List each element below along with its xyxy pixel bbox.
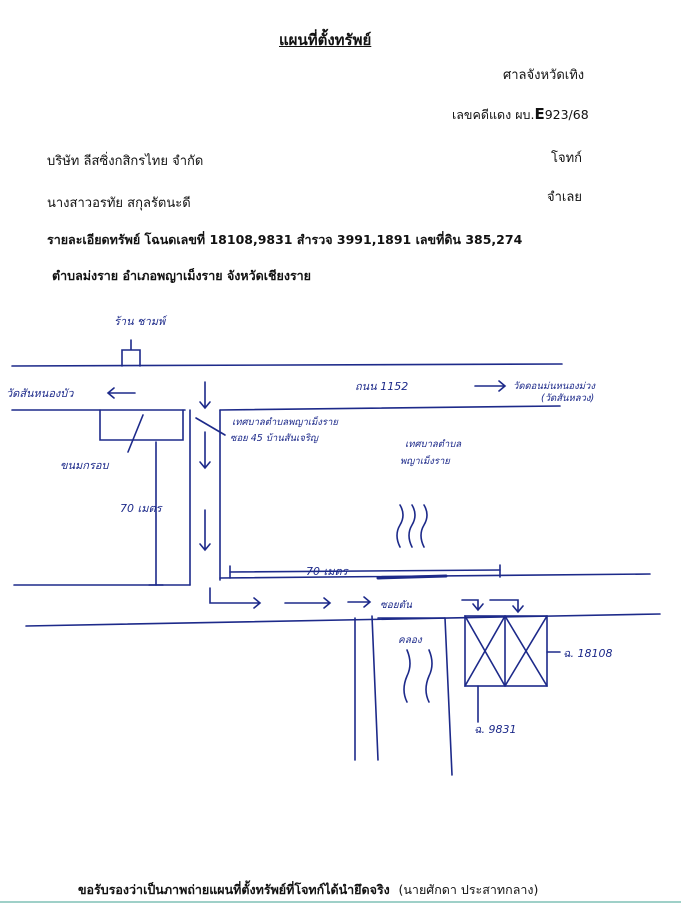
case-prefix: เลขคดีแดง ผบ. [452, 107, 535, 122]
label-dist-vertical: 70 เมตร [120, 502, 164, 515]
label-office-4: พญาเม็งราย [400, 455, 451, 467]
case-number-value: 923/68 [544, 107, 589, 122]
certifier-name: (นายศักดา ประสาทกลาง) [398, 882, 539, 897]
arrow-down-5 [489, 599, 524, 614]
label-temple-right-1: วัดดอนม่นหนองม่วง [513, 381, 596, 392]
label-office-3: เทศบาลตำบล [405, 439, 462, 450]
smoke-mark [396, 504, 404, 548]
building-pointer [127, 414, 144, 453]
property-detail: รายละเอียดทรัพย์ โฉนดเลขที่ 18108,9831 ส… [47, 232, 523, 247]
shop-sign-mark [121, 339, 141, 367]
property-location: ตำบลม่งราย อำเภอพญาเม็งราย จังหวัดเชียงร… [52, 268, 312, 283]
plot-18108 [464, 615, 548, 687]
arrow-down-2 [199, 431, 211, 470]
arrow-right-3 [347, 596, 372, 608]
plaintiff-name: บริษัท ลีสซิ่งกสิกรไทย จำกัด [47, 154, 204, 169]
arrow-down-4 [461, 599, 484, 612]
defendant-role: จำเลย [547, 190, 582, 205]
label-deed-right: ฉ. 18108 [563, 647, 612, 660]
deadend-right-edge [444, 617, 453, 776]
label-shop: ร้าน ชามพ์ [114, 315, 168, 328]
label-dist-horizontal: 70 เมตร [306, 565, 350, 578]
arrow-left [106, 387, 136, 399]
plaintiff-role: โจทก์ [551, 151, 583, 166]
arrow-right-1 [209, 587, 262, 609]
lower-road-bottom-edge [25, 613, 661, 627]
label-dead-end: ซอยตัน [380, 600, 413, 611]
dim-horizontal-line [229, 569, 501, 573]
label-drain: คลอง [398, 635, 423, 646]
deadend-mid-edge [371, 615, 379, 761]
certification-statement: ขอรับรองว่าเป็นภาพถ่ายแผนที่ตั้งทรัพย์ที… [78, 882, 390, 897]
label-road: ถนน 1152 [355, 380, 408, 393]
defendant-name: นางสาวอรทัย สกุลรัตนะดี [47, 196, 191, 211]
road-bottom-right-edge [219, 405, 561, 411]
left-building-outline [99, 409, 184, 441]
drain-wave [403, 649, 411, 703]
case-letter: E [534, 105, 545, 123]
case-number: เลขคดีแดง ผบ.E923/68 [452, 105, 589, 125]
label-temple-right-2: (วัดสันหลวง) [541, 393, 594, 404]
label-office-1: เทศบาลตำบลพญาเม็งราย [232, 416, 339, 428]
road-top-edge [11, 363, 563, 367]
arrow-right-2 [284, 597, 332, 609]
arrow-right [474, 380, 507, 392]
certification-text: ขอรับรองว่าเป็นภาพถ่ายแผนที่ตั้งทรัพย์ที… [78, 880, 538, 900]
label-temple-left: วัดสันหนองบัว [6, 387, 74, 400]
label-left-building: ขนมกรอบ [60, 459, 109, 472]
arrow-down-3 [199, 509, 211, 552]
bottom-divider [0, 901, 681, 903]
label-deed-bottom: ฉ. 9831 [474, 723, 516, 736]
court-name: ศาลจังหวัดเทิง [503, 68, 585, 83]
arrow-down-1 [199, 381, 211, 410]
label-office-2: ซอย 45 บ้านสันเจริญ [230, 433, 319, 444]
house-marker [376, 574, 448, 580]
page-title: แผนที่ตั้งทรัพย์ [279, 31, 372, 49]
